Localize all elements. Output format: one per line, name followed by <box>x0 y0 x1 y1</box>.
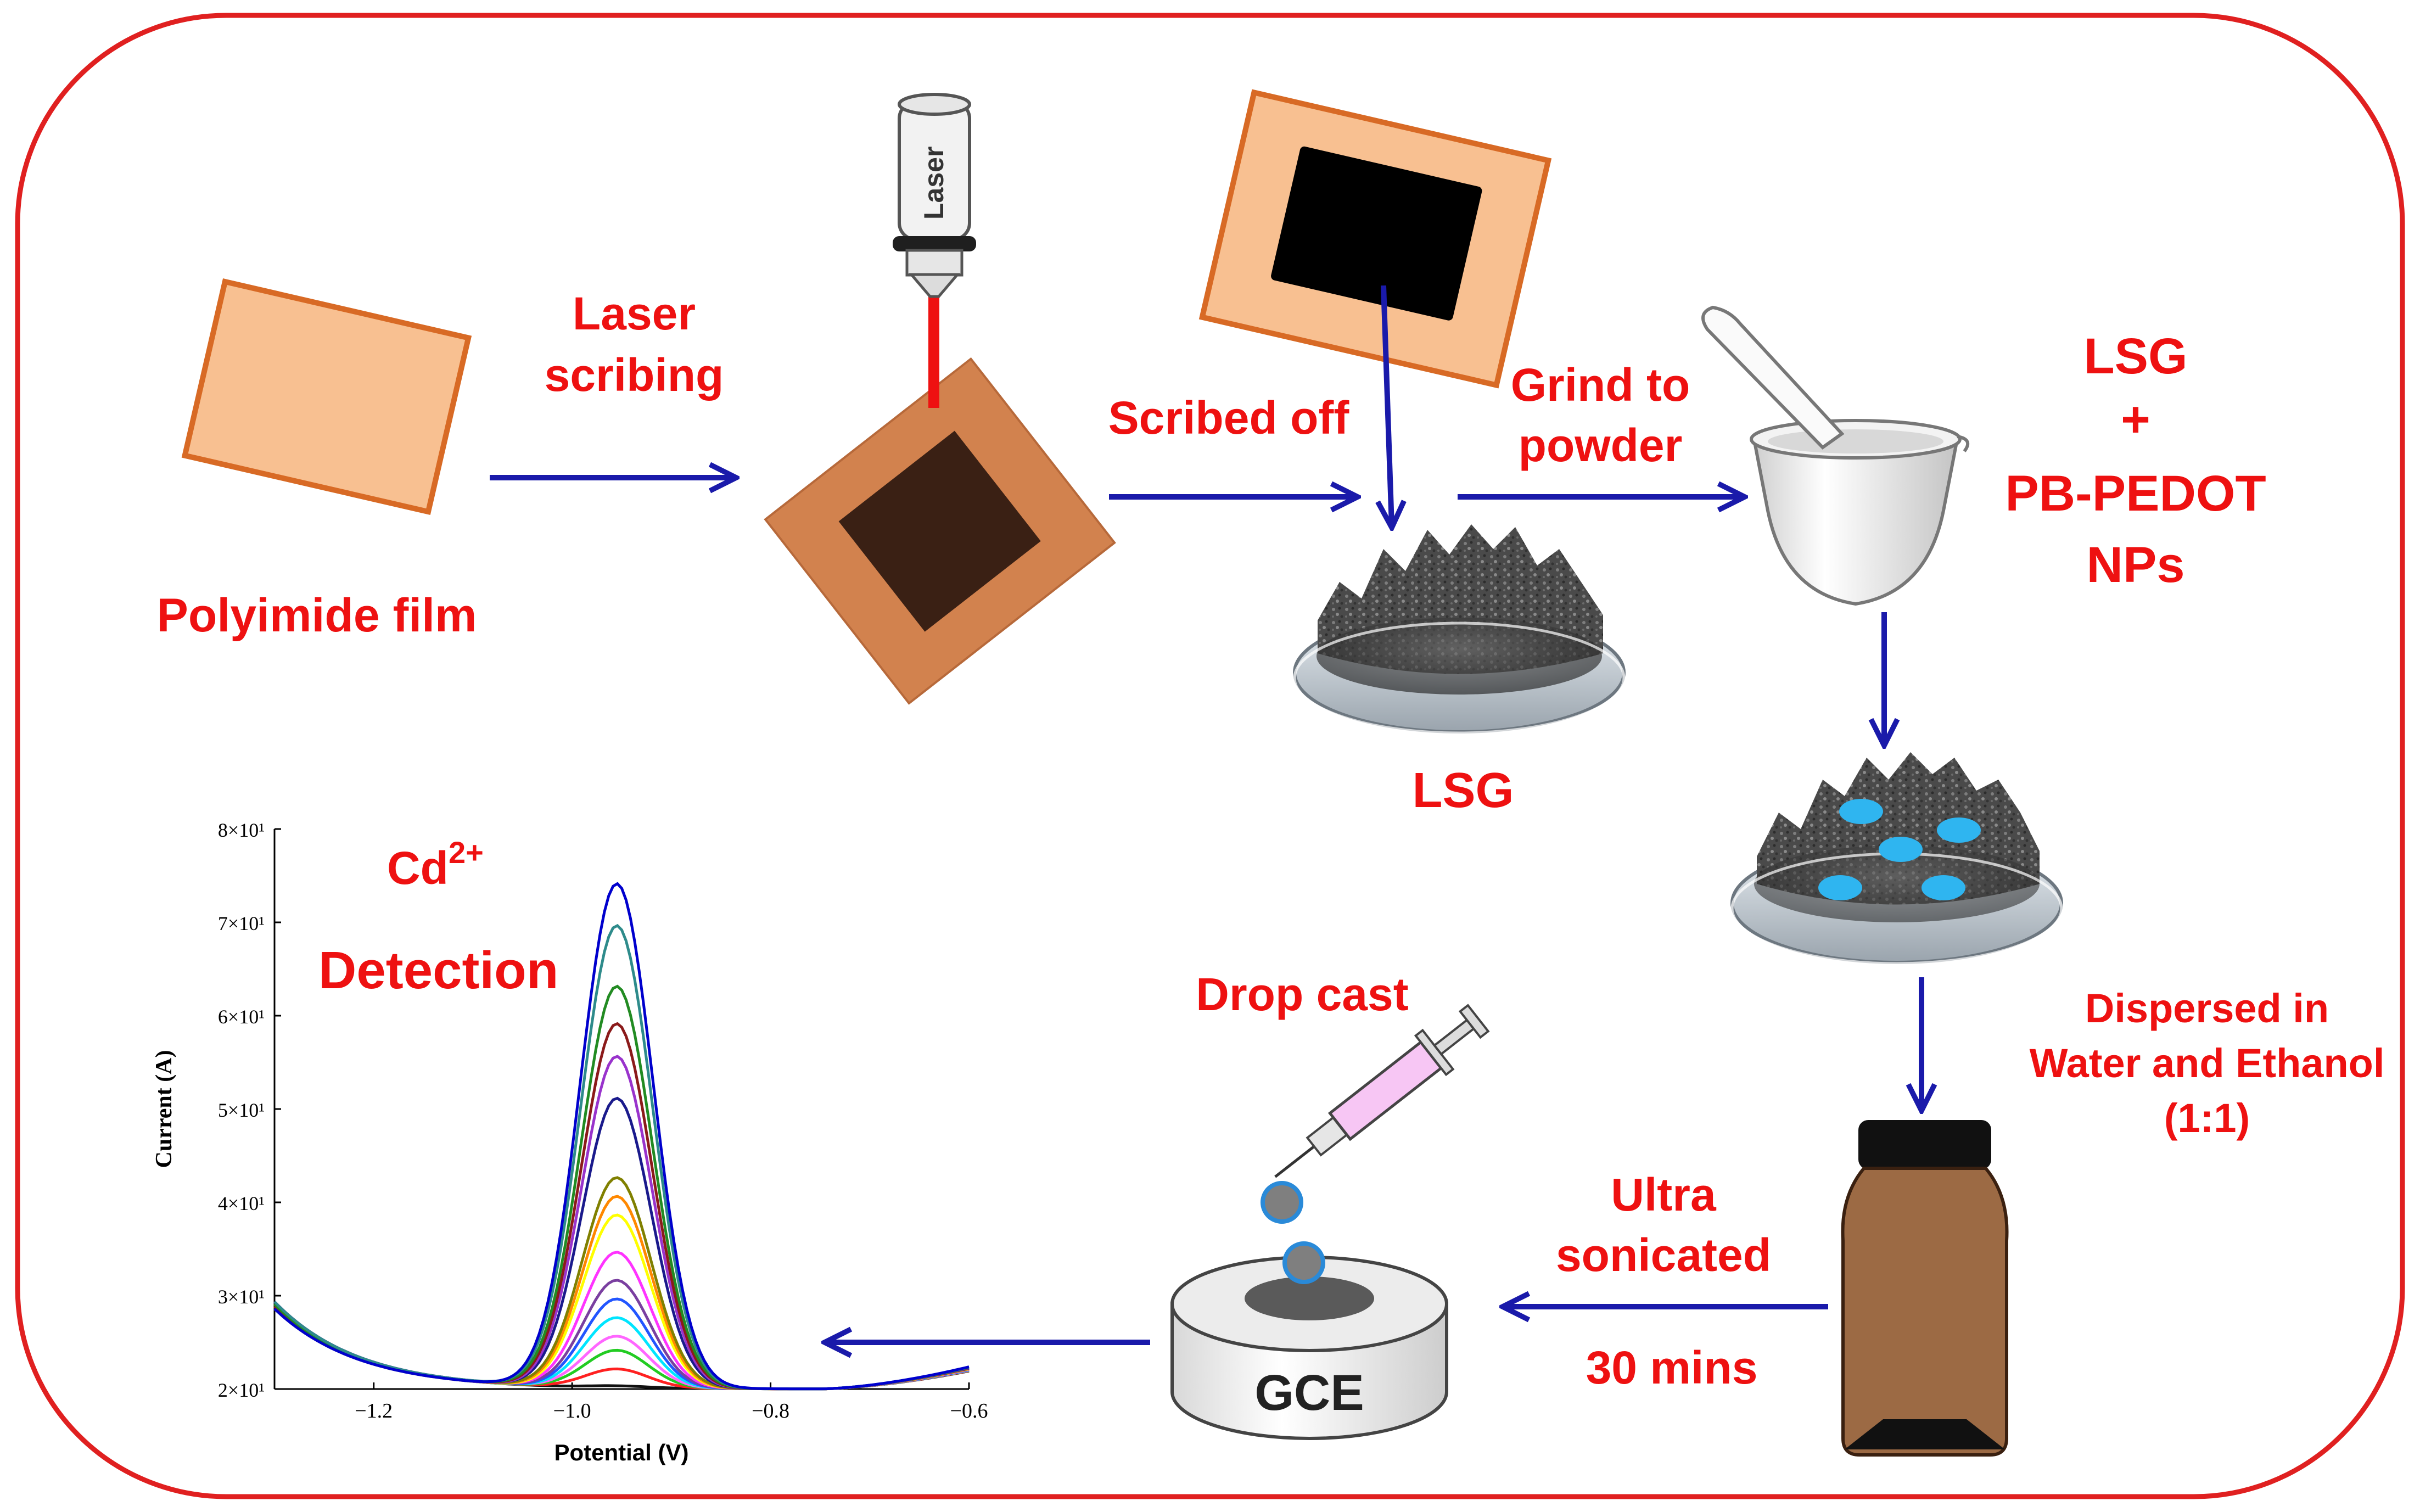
y-tick-label: 4×10¹ <box>218 1192 265 1214</box>
y-tick-label: 6×10¹ <box>218 1006 265 1028</box>
gce-label: GCE <box>1254 1365 1364 1421</box>
series-line <box>273 1176 970 1391</box>
series-line <box>273 1022 970 1391</box>
dispersed-label-1: Dispersed in <box>2085 985 2329 1031</box>
x-tick-label: −1.2 <box>355 1399 393 1423</box>
lsg-mix-label-4: NPs <box>2087 537 2185 593</box>
laser-scribed-film <box>764 357 1116 705</box>
vial-icon <box>1841 1120 2009 1457</box>
voltammogram-chart: 2×10¹ 3×10¹ 4×10¹ 5×10¹ 6×10¹ 7×10¹ 8×10¹ −1.2… <box>152 819 988 1465</box>
laser-beam <box>928 288 939 408</box>
series-line <box>273 1055 970 1391</box>
scribed-film-card <box>1198 89 1552 389</box>
laser-scribing-label-1: Laser <box>573 288 696 339</box>
nanoparticle <box>1839 799 1883 824</box>
series-line <box>273 1195 970 1391</box>
x-tick-label: −0.8 <box>752 1399 789 1423</box>
y-tick-label: 7×10¹ <box>218 912 265 934</box>
lsg-mix-label-3: PB-PEDOT <box>2005 466 2266 522</box>
y-tick-label: 8×10¹ <box>218 819 265 841</box>
lsg-mix-label-1: LSG <box>2083 328 2187 384</box>
nanoparticle <box>1818 875 1862 900</box>
x-tick-label: −0.6 <box>950 1399 988 1423</box>
grind-label-2: powder <box>1519 419 1683 471</box>
polyimide-film <box>181 278 472 516</box>
nanoparticle <box>1937 817 1981 843</box>
dispersed-label-2: Water and Ethanol <box>2030 1040 2385 1086</box>
droplet <box>1261 1181 1303 1224</box>
ultra-label-1: Ultra <box>1611 1169 1717 1220</box>
cd-ion-label: Cd2+ <box>387 835 484 894</box>
grind-label-1: Grind to <box>1511 359 1690 411</box>
series-line <box>273 1301 970 1391</box>
drop-cast-label: Drop cast <box>1196 968 1408 1020</box>
series-line <box>273 984 970 1391</box>
arrow-to-lsg <box>1383 285 1392 526</box>
detection-label: Detection <box>318 941 558 1000</box>
y-tick-label: 5×10¹ <box>218 1099 265 1121</box>
series-line <box>273 1096 970 1391</box>
nanoparticle <box>1879 837 1923 862</box>
laser-head-label: Laser <box>918 147 949 220</box>
electrode-icon: GCE <box>1170 1181 1448 1440</box>
y-axis-label: Current (A) <box>152 1050 177 1168</box>
series-line <box>273 1307 970 1391</box>
petri-dish-icon <box>1293 524 1626 735</box>
mortar-pestle-icon <box>1701 305 1970 606</box>
dispersed-label-3: (1:1) <box>2164 1095 2250 1141</box>
series-line <box>273 1279 970 1391</box>
lsg-mix-label-2: + <box>2121 391 2150 447</box>
laser-scribing-label-2: scribing <box>545 349 724 401</box>
x-axis-label: Potential (V) <box>554 1440 688 1465</box>
syringe-icon <box>1274 1004 1490 1178</box>
petri-dish-np-icon <box>1730 752 2063 965</box>
droplet <box>1282 1241 1325 1284</box>
x-tick-label: −1.0 <box>553 1399 591 1423</box>
scribed-off-label: Scribed off <box>1108 392 1350 444</box>
ultra-label-3: 30 mins <box>1586 1342 1758 1393</box>
lsg-label: LSG <box>1412 763 1514 818</box>
y-tick-label: 2×10¹ <box>218 1379 265 1401</box>
laser-head-icon: Laser <box>893 93 976 298</box>
polyimide-label: Polyimide film <box>156 589 477 642</box>
ultra-label-2: sonicated <box>1556 1229 1771 1281</box>
series-line <box>273 882 970 1391</box>
nanoparticle <box>1922 875 1965 900</box>
series-line <box>273 1303 970 1391</box>
outer-frame <box>15 13 2405 1499</box>
series-line <box>273 1307 970 1391</box>
y-tick-label: 3×10¹ <box>218 1286 265 1308</box>
